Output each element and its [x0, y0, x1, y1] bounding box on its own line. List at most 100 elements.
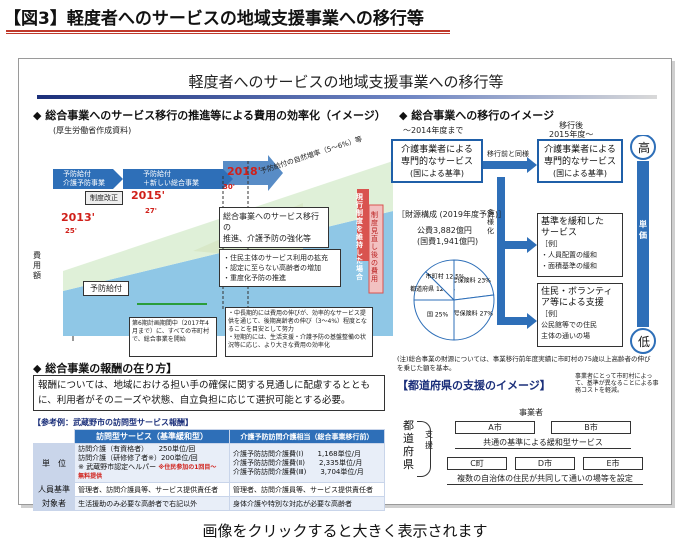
- pref-note: 事業者にとって市町村によって、基準が異なることによる事務コストを軽減。: [575, 373, 659, 394]
- service-shift-box: 総合事業へのサービス移行の 推進、介護予防の強化等: [219, 207, 329, 248]
- red-bar: [357, 189, 369, 261]
- service-shift-line-1: 総合事業へのサービス移行の: [223, 212, 319, 232]
- year-2013: 2013': [61, 211, 95, 224]
- box-resident-line-2: ア等による支援: [541, 298, 604, 308]
- arrow-label-1: 予防給付 介護予防事業: [63, 170, 105, 187]
- diversify-label: 多様化: [487, 209, 494, 235]
- row-left: 訪問介護（有資格者） 250単位/回 訪問介護（研修修了者※）200単位/回 ※…: [74, 443, 231, 483]
- note-box-left: 第6期計画期間中（2017年4月まで）に、すべての市町村で、総合事業を開始: [129, 317, 217, 357]
- box-relaxed-line-4: ・人員配置の緩和: [541, 251, 597, 259]
- box-before: 介護事業者による 専門的なサービス (国による基準): [391, 139, 483, 183]
- table-row: 単 位 訪問介護（有資格者） 250単位/回 訪問介護（研修修了者※）200単位…: [32, 443, 385, 483]
- box-resident: 住民・ボランティ ア等による支援 ［例］ 公民館等での住民 主体の通いの場: [537, 283, 623, 347]
- year-25: 25': [65, 227, 77, 235]
- city-d: D市: [515, 457, 575, 470]
- pref-vertical-label: 都道府県: [403, 419, 414, 471]
- reward-table: 訪問型サービス（基準緩和型） 介護予防訪問介護相当（総合事業移行前） 単 位 訪…: [32, 429, 385, 511]
- finance-title: ［財源構成 (2019年度予算)］: [397, 210, 507, 219]
- year-2018: 2018': [227, 165, 261, 178]
- right-section-title-text: 総合事業への移行のイメージ: [411, 109, 555, 122]
- right-section-title: ◆ 総合事業への移行のイメージ: [399, 109, 555, 122]
- box-resident-line-1: 住民・ボランティ: [541, 287, 613, 297]
- support-bracket: [417, 421, 431, 477]
- pie-label: 1号保険料 23%: [448, 277, 491, 285]
- pink-bar: [368, 204, 384, 294]
- jigyosha-label: 事業者: [519, 408, 543, 417]
- source-note: (厚生労働省作成資料): [53, 126, 132, 135]
- box-relaxed: 基準を緩和した サービス ［例］ ・人員配置の緩和 ・面積基準の緩和: [537, 213, 623, 277]
- arrow-1: [53, 169, 123, 189]
- box-after-line-3: (国による基準): [552, 169, 607, 178]
- arrow-label-2: 予防給付 ＋新しい総合事業: [143, 170, 199, 187]
- city-a: A市: [455, 421, 535, 434]
- year-30: 30': [223, 183, 235, 191]
- row-right: 管理者、訪問介護員等、サービス提供責任者: [229, 482, 385, 497]
- reward-text-box: 報酬については、地域における担い手の確保に関する見通しに配慮するとともに、利用者…: [33, 375, 385, 411]
- city-b: B市: [551, 421, 631, 434]
- city-c: C町: [447, 457, 507, 470]
- red-bar-label: 現行制度を維持した場合: [356, 193, 363, 281]
- row-right: 身体介護や特別な対応が必要な高齢者: [229, 496, 385, 511]
- tanka-label: 単価: [639, 220, 647, 240]
- box-after-line-2: 専門的なサービス: [543, 157, 616, 167]
- unit-price-scale: [630, 135, 656, 354]
- high-label: 高: [638, 141, 651, 155]
- pie-slice: [425, 259, 455, 302]
- box-before-line-2: 専門的なサービス: [400, 157, 473, 167]
- table-row: 対象者 生活援助のみ必要な高齢者で右記以外 身体介護や特別な対応が必要な高齢者: [32, 496, 385, 511]
- row-label: 人員基準: [32, 482, 76, 497]
- table-row: 人員基準 管理者、訪問介護員等、サービス提供責任者 管理者、訪問介護員等、サービ…: [32, 482, 385, 497]
- measure-2: ・認定に至らない高齢者の増加: [223, 264, 321, 272]
- year-27: 27': [145, 207, 157, 215]
- y-axis-label: 費用額: [33, 251, 41, 280]
- row-left: 生活援助のみ必要な高齢者で右記以外: [74, 496, 231, 511]
- title-bar: [37, 95, 657, 99]
- resident-place-label: 複数の自治体の住民が共同して通いの場等を設定: [447, 473, 643, 485]
- note-box-center: ・中長期的には費用の伸びが、効率的なサービス提供を通じて、後期高齢者の伸び（3～…: [225, 307, 373, 357]
- pie-label: 都道府県 12.5%: [410, 285, 455, 293]
- arrow-2: [123, 169, 233, 189]
- finance-line-2: (国費1,941億円): [417, 237, 479, 246]
- slide-title: 軽度者へのサービスの地域支援事業への移行等: [188, 73, 504, 91]
- table-head-right: 介護予防訪問介護相当（総合事業移行前）: [229, 429, 385, 444]
- reward-section-title: ◆ 総合事業の報酬の在り方】: [33, 362, 178, 375]
- table-corner: [33, 429, 75, 444]
- yobo-kyufu-label: 予防給付: [83, 281, 129, 296]
- header-underline: [6, 30, 450, 32]
- pref-section-title: 【都道府県の支援のイメージ】: [397, 379, 551, 392]
- measure-3: ・重度化予防の推進: [223, 274, 286, 282]
- box-resident-line-4: 公民館等での住民: [541, 321, 597, 329]
- common-standard-label: 共通の基準による緩和型サービス: [455, 437, 631, 449]
- arrow-3: [223, 155, 283, 191]
- box-after-line-1: 介護事業者による: [544, 145, 616, 155]
- box-relaxed-line-1: 基準を緩和した: [541, 217, 605, 227]
- row-left-note: ※住民参加の1回目〜 無料提供: [78, 464, 217, 480]
- row-left: 管理者、訪問介護員等、サービス提供責任者: [74, 482, 231, 497]
- pie-slice: [453, 259, 495, 301]
- migrate-label: 移行前と同様: [487, 150, 529, 158]
- migration-arrows: [483, 157, 537, 329]
- left-section-title-text: 総合事業へのサービス移行の推進等による費用の効率化（イメージ）: [45, 109, 386, 122]
- page-header: 【図3】軽度者へのサービスの地域支援事業への移行等: [4, 9, 424, 29]
- box-before-line-3: (国による基準): [409, 169, 464, 178]
- seido-kaisei-label: 制度改正: [85, 191, 123, 205]
- footer-caption: 画像をクリックすると大きく表示されます: [202, 522, 488, 540]
- table-head-left: 訪問型サービス（基準緩和型）: [74, 429, 231, 444]
- city-e: E市: [583, 457, 643, 470]
- period-arrow: [137, 303, 207, 305]
- finance-lines: 公費3,882億円 (国費1,941億円): [417, 225, 478, 247]
- header-underline-thin: [6, 33, 450, 34]
- measures-box: ・住民主体のサービス利用の拡充 ・認定に至らない高齢者の増加 ・重度化予防の推進: [219, 249, 341, 287]
- box-relaxed-line-2: サービス: [541, 228, 578, 238]
- service-shift-line-2: 推進、介護予防の強化等: [223, 234, 311, 243]
- row-left-text: 訪問介護（有資格者） 250単位/回 訪問介護（研修修了者※）200単位/回 ※…: [78, 445, 198, 471]
- box-resident-line-5: 主体の通いの場: [541, 332, 590, 340]
- row-label: 単 位: [32, 443, 76, 483]
- pie-label: 市町村 12.5%: [426, 273, 465, 281]
- pie-label: 国 25%: [427, 311, 449, 318]
- measure-1: ・住民主体のサービス利用の拡充: [223, 254, 328, 262]
- pie-slice: [413, 299, 455, 341]
- shien-label: 支援: [425, 430, 433, 450]
- row-right: 介護予防訪問介護費(Ⅰ) 1,168単位/月 介護予防訪問介護費(Ⅱ) 2,33…: [229, 443, 385, 483]
- slide-image[interactable]: 軽度者へのサービスの地域支援事業への移行等 ◆ 総合事業へのサービス移行の推進等…: [18, 58, 672, 511]
